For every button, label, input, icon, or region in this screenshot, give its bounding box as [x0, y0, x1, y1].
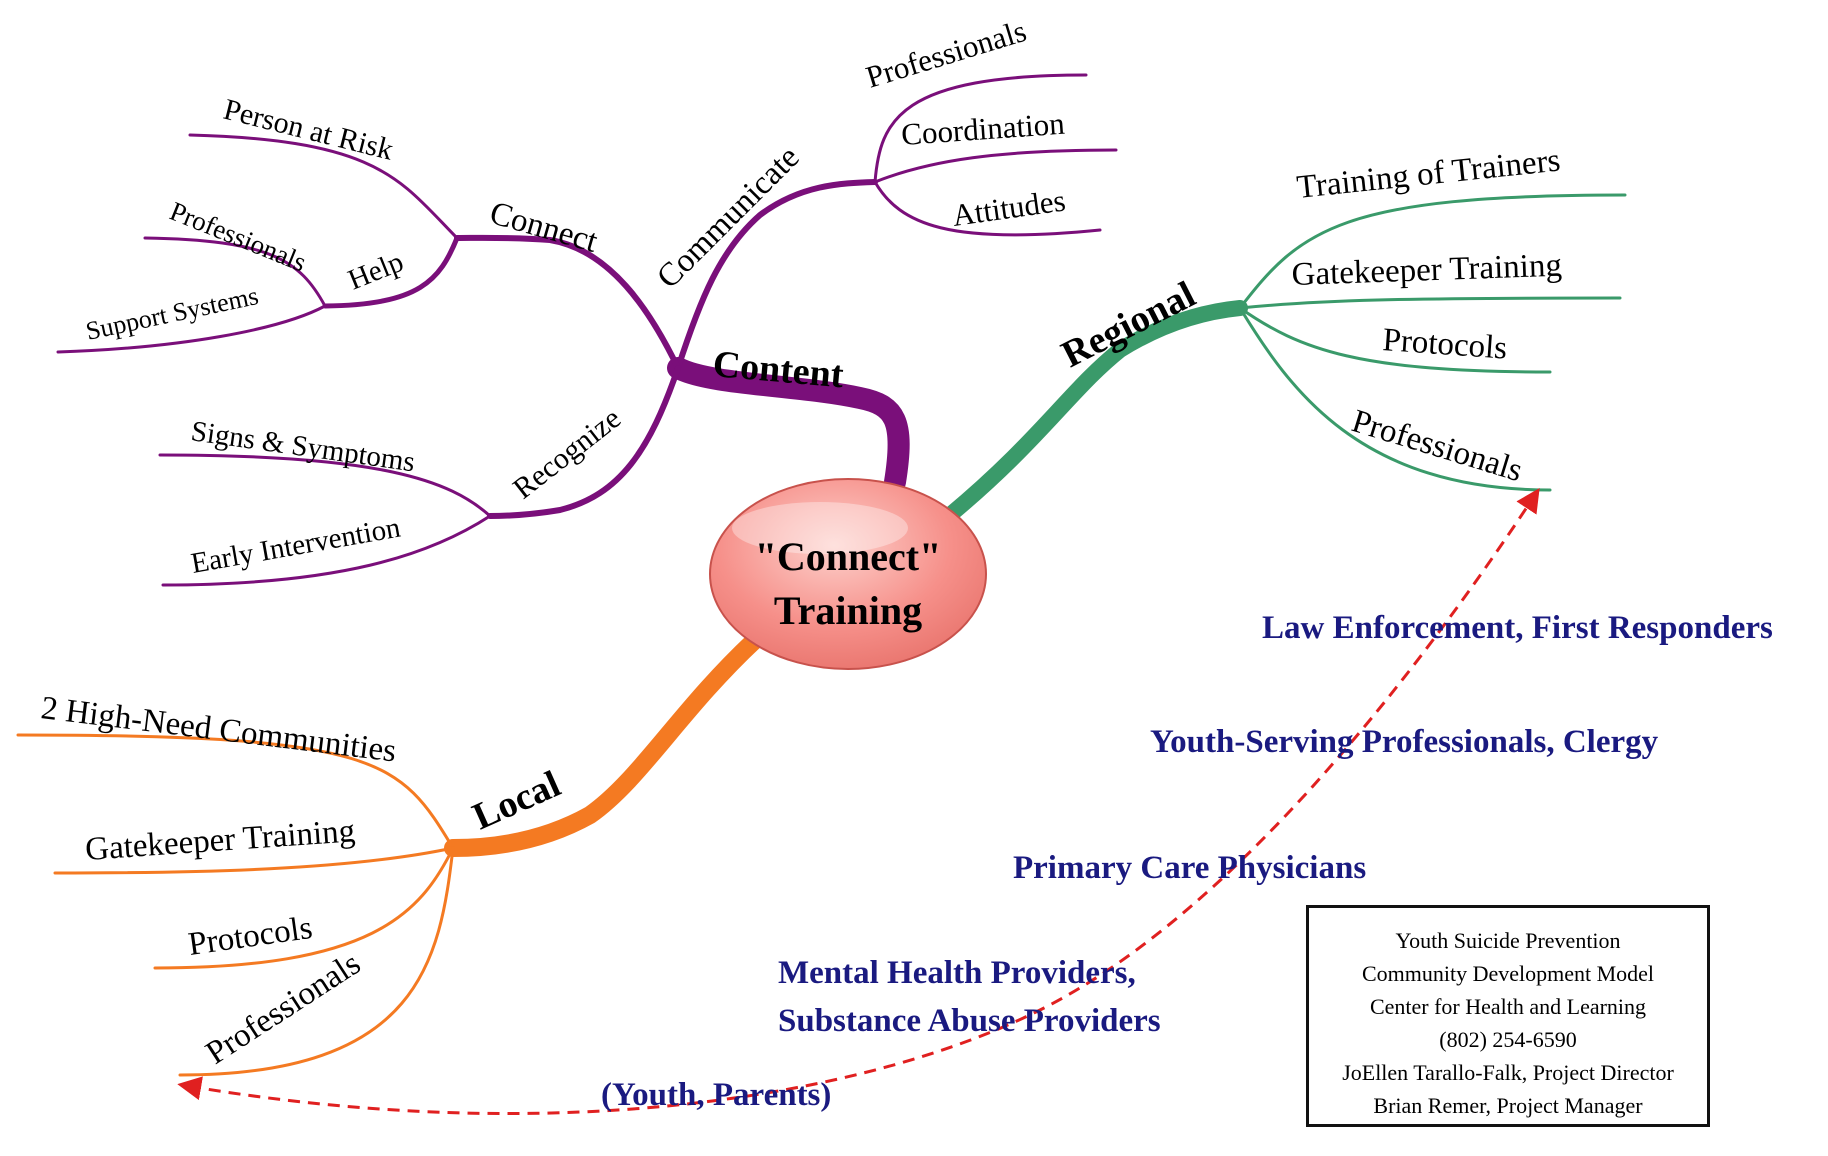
regional-training-line	[1238, 193, 1627, 310]
early-intervention-label: Early Intervention	[189, 512, 404, 580]
communicate-attitudes-label: Attitudes	[950, 182, 1067, 232]
communicate-line	[675, 179, 878, 371]
info-line-phone: (802) 254-6590	[1439, 1027, 1577, 1052]
regional-trunk	[942, 300, 1248, 523]
info-line-organization: Center for Health and Learning	[1369, 994, 1647, 1019]
help-support-systems-label: Support Systems	[83, 281, 261, 346]
center-title-line2: Training	[774, 588, 922, 633]
communicate-label: Communicate	[650, 139, 806, 295]
local-gatekeeper-label: Gatekeeper Training	[84, 813, 356, 868]
help-professionals-label: Professionals	[166, 196, 311, 278]
communicate-professionals-label: Professionals	[862, 13, 1030, 95]
info-line-director: JoEllen Tarallo-Falk, Project Director	[1342, 1060, 1674, 1085]
person-at-risk-label: Person at Risk	[220, 93, 396, 167]
local-protocols-label: Protocols	[186, 910, 314, 963]
info-line-program: Youth Suicide Prevention	[1395, 928, 1621, 953]
project-info-box: Youth Suicide Prevention Community Devel…	[1306, 905, 1710, 1127]
regional-professionals-line	[1238, 306, 1552, 492]
audience-primary-care: Primary Care Physicians	[1013, 850, 1366, 886]
regional-protocols-line	[1238, 306, 1552, 374]
connect-label: Connect	[486, 195, 602, 260]
regional-protocols-label: Protocols	[1381, 322, 1508, 367]
audience-youth-serving: Youth-Serving Professionals, Clergy	[1150, 724, 1659, 760]
info-line-manager: Brian Remer, Project Manager	[1373, 1093, 1643, 1118]
help-label: Help	[344, 246, 408, 297]
content-trunk	[667, 357, 910, 493]
audience-law-enforcement: Law Enforcement, First Responders	[1262, 610, 1773, 646]
center-title-line1: "Connect"	[755, 534, 942, 579]
communicate-coordination-label: Coordination	[900, 106, 1066, 152]
person-at-risk-line	[188, 133, 459, 240]
local-communities-label: 2 High-Need Communities	[39, 690, 398, 769]
regional-branch	[942, 193, 1627, 523]
signs-symptoms-label: Signs & Symptoms	[189, 415, 417, 478]
audience-mental-health: Mental Health Providers,	[778, 955, 1136, 991]
help-professionals-line	[143, 236, 327, 308]
regional-gatekeeper-label: Gatekeeper Training	[1291, 248, 1562, 293]
help-line	[322, 235, 460, 309]
audience-substance-abuse: Substance Abuse Providers	[778, 1003, 1161, 1039]
communicate-attitudes-line	[873, 180, 1102, 237]
info-line-model: Community Development Model	[1361, 961, 1655, 986]
connect-line	[454, 234, 681, 371]
audience-youth-parents: (Youth, Parents)	[601, 1077, 831, 1113]
regional-gatekeeper-line	[1238, 296, 1622, 310]
communicate-professionals-line	[873, 73, 1088, 184]
communicate-coordination-line	[873, 148, 1118, 184]
audience-arrow	[177, 487, 1540, 1116]
help-support-systems-line	[56, 304, 327, 354]
